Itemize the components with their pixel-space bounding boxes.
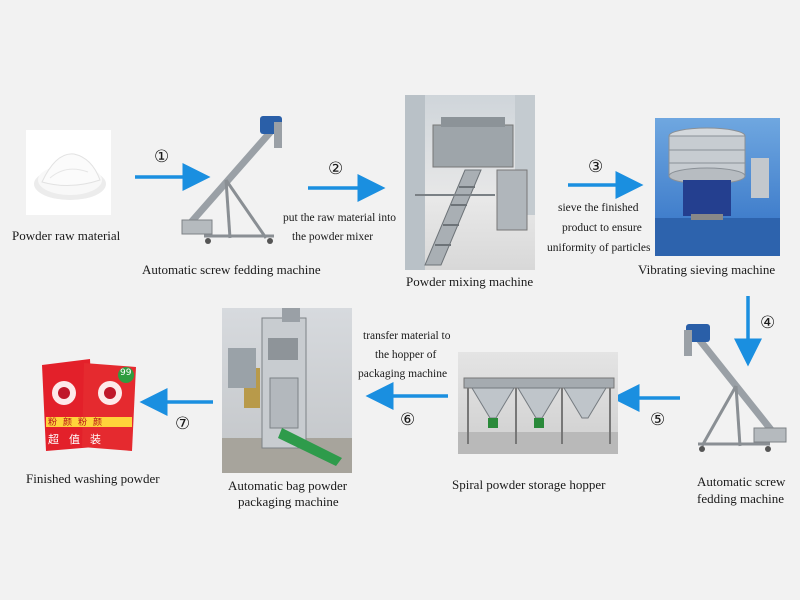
note-transfer-line3: packaging machine bbox=[358, 368, 448, 380]
label-screw-feeder-2-line1: Automatic screw bbox=[697, 474, 786, 489]
note-sieve-line2: product to ensure bbox=[562, 222, 642, 234]
label-bag-packer-line2: packaging machine bbox=[238, 494, 339, 509]
spiral-powder-storage-hopper-image bbox=[458, 352, 618, 454]
powder-raw-material-image bbox=[26, 130, 111, 215]
bag-brand-text: 粉颜粉颜 bbox=[48, 418, 109, 428]
step-number-5: ⑤ bbox=[650, 410, 666, 430]
vibrating-sieving-machine-image bbox=[655, 118, 780, 256]
label-powder-raw-material: Powder raw material bbox=[12, 228, 121, 243]
step-number-1: ① bbox=[154, 147, 170, 167]
bag-packaging-machine-image bbox=[222, 308, 352, 473]
step-number-4: ④ bbox=[760, 313, 776, 333]
label-screw-feeder-1: Automatic screw fedding machine bbox=[142, 262, 321, 277]
powder-mixing-machine-image bbox=[405, 95, 535, 270]
note-sieve-line3: uniformity of particles bbox=[547, 242, 651, 254]
step-number-2: ② bbox=[328, 159, 344, 179]
note-mix-line2: the powder mixer bbox=[292, 231, 374, 243]
bag-badge-text: 99 bbox=[120, 368, 132, 378]
screw-feeder-2-image bbox=[684, 324, 787, 452]
label-vibrating-sieving-machine: Vibrating sieving machine bbox=[638, 262, 776, 277]
step-number-3: ③ bbox=[588, 157, 604, 177]
note-sieve-line1: sieve the finished bbox=[558, 202, 639, 214]
label-spiral-storage-hopper: Spiral powder storage hopper bbox=[452, 477, 606, 492]
step-number-6: ⑥ bbox=[400, 410, 416, 430]
label-screw-feeder-2-line2: fedding machine bbox=[697, 491, 784, 506]
step-number-7: ⑦ bbox=[175, 414, 191, 434]
screw-feeder-1-image bbox=[181, 116, 282, 244]
label-powder-mixing-machine: Powder mixing machine bbox=[406, 274, 534, 289]
note-mix-line1: put the raw material into bbox=[283, 212, 397, 224]
bag-price-text: 超值装 bbox=[48, 433, 111, 446]
finished-washing-powder-image: 粉颜粉颜 超值装 99 bbox=[38, 355, 140, 455]
note-transfer-line2: the hopper of bbox=[375, 349, 437, 361]
label-finished-washing-powder: Finished washing powder bbox=[26, 471, 160, 486]
note-transfer-line1: transfer material to bbox=[363, 330, 451, 342]
label-bag-packer-line1: Automatic bag powder bbox=[228, 478, 348, 493]
